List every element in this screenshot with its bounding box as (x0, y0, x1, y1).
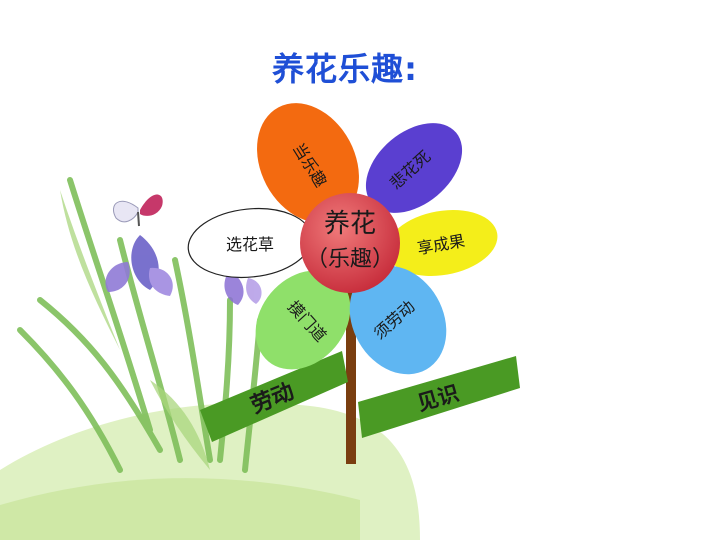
leaf-sign-left: 劳动 (200, 351, 348, 442)
page-title: 养花乐趣: (272, 50, 418, 88)
petal-top: 当乐趣 (257, 103, 359, 223)
center-label-main: 养花 (324, 209, 376, 239)
iris-flower (105, 235, 173, 296)
petal-label-left: 选花草 (226, 235, 274, 254)
petal-lower-right: 须劳动 (349, 265, 447, 375)
leaf-sign-right: 见识 (358, 356, 520, 438)
flower-center: 养花 （乐趣） (300, 193, 400, 293)
petal-upper-right: 悲花死 (365, 123, 463, 213)
petal-right: 享成果 (386, 210, 498, 276)
petal-lower-left: 摸门道 (255, 270, 351, 370)
center-label-sub: （乐趣） (306, 247, 394, 272)
butterfly-icon (113, 194, 163, 227)
flower-stem (346, 286, 356, 464)
